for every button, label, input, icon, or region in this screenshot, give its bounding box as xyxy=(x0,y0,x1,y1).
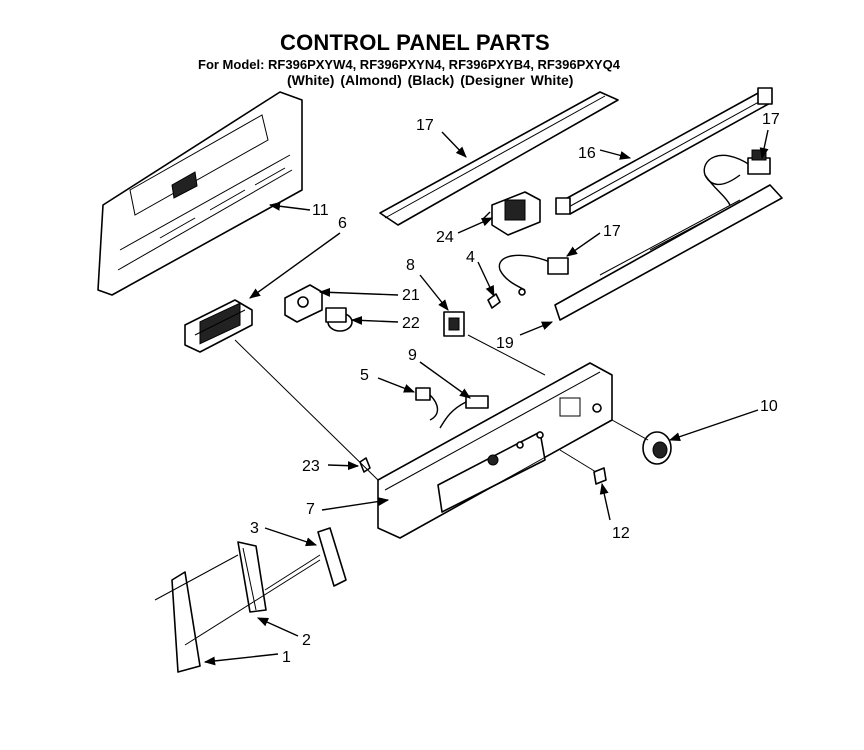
callout-1: 1 xyxy=(282,649,291,666)
part-7-control-panel xyxy=(377,362,613,539)
callout-3: 3 xyxy=(250,520,259,537)
callout-7: 7 xyxy=(306,501,315,518)
callout-24: 24 xyxy=(436,229,454,246)
callout-19: 17 xyxy=(416,117,434,134)
part-18-lower-trim xyxy=(554,184,783,321)
callout-5: 5 xyxy=(360,367,369,384)
callout-10: 10 xyxy=(760,398,778,415)
part-11-back-panel xyxy=(97,91,303,296)
callout-12: 12 xyxy=(612,525,630,542)
callout-22: 22 xyxy=(402,315,420,332)
part-5-connector xyxy=(415,387,439,421)
callout-16: 16 xyxy=(578,145,596,162)
callout-23: 23 xyxy=(302,458,320,475)
callout-6: 6 xyxy=(338,215,347,232)
callout-21: 21 xyxy=(402,287,420,304)
callout-18: 19 xyxy=(496,335,514,352)
color-variants: (White) (Almond) (Black) (Designer White… xyxy=(287,72,574,88)
part-21-switch xyxy=(284,284,323,323)
callout-leaders xyxy=(203,129,769,666)
callout-4: 4 xyxy=(466,249,475,266)
callout-11: 11 xyxy=(312,202,329,219)
part-3-end-bracket xyxy=(317,527,347,587)
callout-2: 2 xyxy=(302,632,311,649)
part-6-switch-plate xyxy=(184,299,253,353)
part-12-screw xyxy=(593,467,607,485)
part-19-top-trim xyxy=(379,91,619,226)
part-2-end-cap xyxy=(237,541,267,613)
part-17-lamp-socket-upper xyxy=(703,149,771,206)
model-list: For Model: RF396PXYW4, RF396PXYN4, RF396… xyxy=(198,57,620,72)
part-24-ballast xyxy=(481,191,541,236)
part-4-clip xyxy=(487,293,501,309)
part-1-side-trim xyxy=(171,571,201,673)
part-16-lamp-tube xyxy=(555,87,773,215)
assembly-lines xyxy=(154,334,649,646)
callout-numbers: 17 16 17 17 24 11 6 21 22 8 4 19 9 5 10 … xyxy=(250,111,780,666)
callout-8: 8 xyxy=(406,257,415,274)
part-23-clip xyxy=(359,457,371,473)
part-22-cylinder xyxy=(325,307,353,332)
part-17-lamp-socket-lower xyxy=(498,254,569,296)
page-title: CONTROL PANEL PARTS xyxy=(280,30,550,55)
callout-17-upper: 17 xyxy=(762,111,780,128)
part-9-harness xyxy=(439,395,489,429)
part-10-knob xyxy=(642,431,672,465)
callout-17-lower: 17 xyxy=(603,223,621,240)
part-8-bracket xyxy=(443,311,465,337)
callout-9: 9 xyxy=(408,347,417,364)
